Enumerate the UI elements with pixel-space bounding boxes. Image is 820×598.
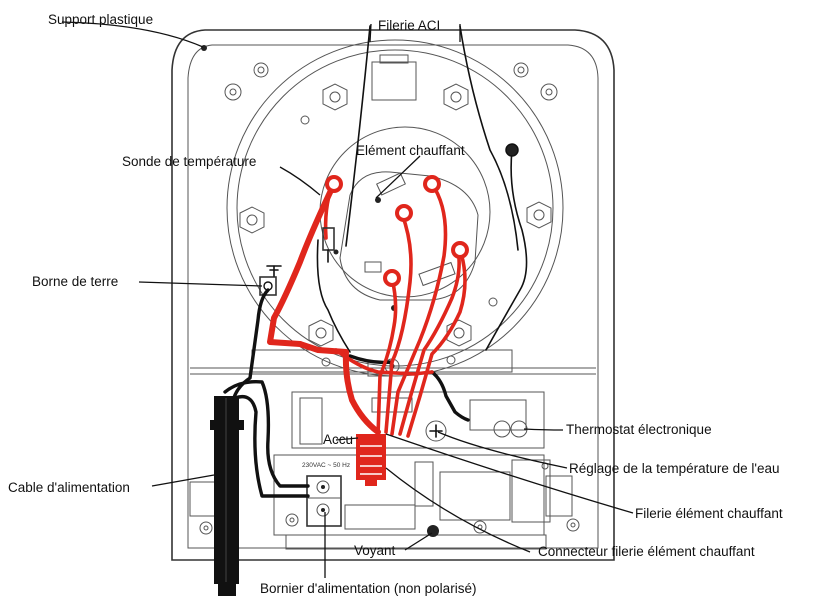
label-voyant: Voyant xyxy=(354,543,396,558)
heating-element-wiring xyxy=(267,181,467,438)
label-accu: Accu xyxy=(323,432,353,447)
callout-labels: Support plastique Filerie ACI Elément ch… xyxy=(8,12,783,596)
heating-element-terminals xyxy=(325,143,519,287)
label-filerie-element: Filerie élément chauffant xyxy=(635,506,783,521)
earth-terminal xyxy=(259,265,282,296)
heating-element-connector xyxy=(356,434,386,486)
label-bornier-alimentation: Bornier d'alimentation (non polarisé) xyxy=(260,581,476,596)
label-connecteur-filerie: Connecteur filerie élément chauffant xyxy=(538,544,755,559)
label-borne-terre: Borne de terre xyxy=(32,274,118,289)
label-thermostat: Thermostat électronique xyxy=(566,422,712,437)
power-terminal-block xyxy=(306,475,342,527)
flange-bolts xyxy=(224,54,558,347)
label-sonde-temperature: Sonde de température xyxy=(122,154,256,169)
leader-lines xyxy=(61,21,634,578)
label-cable-alimentation: Cable d'alimentation xyxy=(8,480,130,495)
label-reglage-temperature: Réglage de la température de l'eau xyxy=(569,461,779,476)
lower-compartment xyxy=(189,349,596,550)
label-element-chauffant: Elément chauffant xyxy=(356,143,465,158)
power-cable xyxy=(210,396,244,596)
label-support-plastique: Support plastique xyxy=(48,12,153,27)
black-wiring xyxy=(223,25,528,498)
board-marking: 230VAC ~ 50 Hz xyxy=(302,462,350,469)
label-filerie-aci: Filerie ACI xyxy=(378,18,440,33)
